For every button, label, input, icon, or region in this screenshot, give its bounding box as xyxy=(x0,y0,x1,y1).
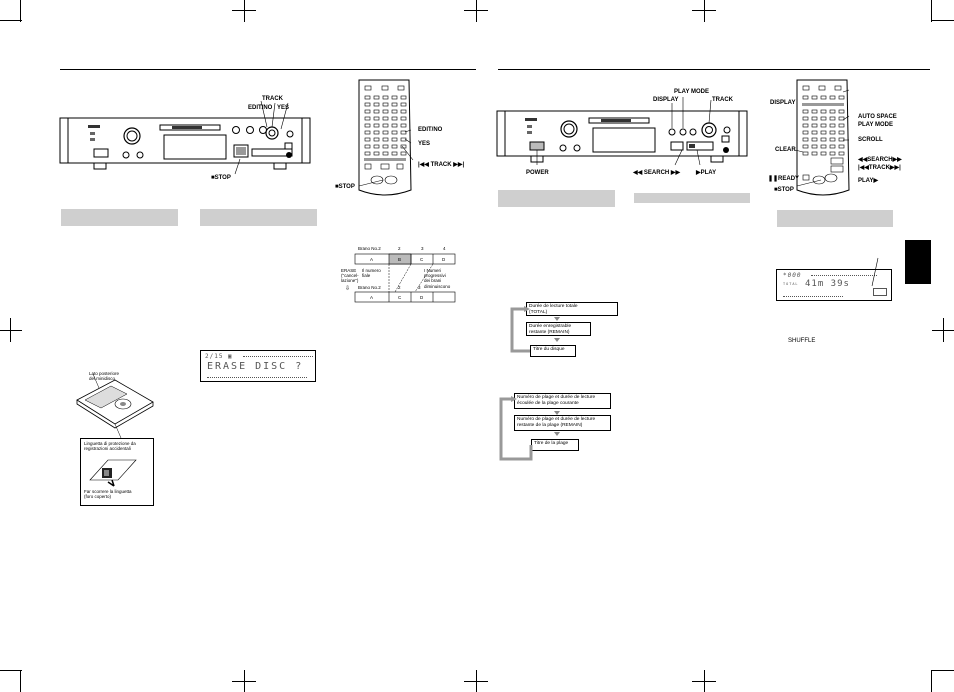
minidisc-illustration xyxy=(76,373,154,439)
remote-label-search: ◀◀SEARCH▶▶ xyxy=(858,157,902,163)
label-track: TRACK xyxy=(712,97,733,103)
flow-track-step: Numéro de plage et durée de lecture écou… xyxy=(514,393,611,409)
remote-label-display: DISPLAY xyxy=(770,100,796,106)
lcd-time-main-text: 41m 39s xyxy=(805,279,850,289)
erase-row1-cell: B xyxy=(398,257,402,262)
left-header-rule xyxy=(60,69,476,70)
md-deck-front-panel xyxy=(59,100,311,175)
remote-label-play-mode: PLAY MODE xyxy=(858,122,894,128)
section-side-tab xyxy=(905,240,931,284)
erase-erased-note: Il numero fiale xyxy=(362,268,381,279)
minidisc-tab-caption: Linguetta di protezione da registrazioni… xyxy=(84,441,136,452)
lcd-erase-main-text: ERASE DISC ? xyxy=(207,361,304,372)
remote-label-stop: ■STOP xyxy=(335,184,355,190)
label-play-mode: PLAY MODE xyxy=(674,89,710,95)
flow-arrow-icon xyxy=(554,338,560,342)
erase-row1-cell: D xyxy=(442,257,446,262)
remote-label-track: |◀◀TRACK▶▶| xyxy=(858,165,901,171)
lcd-erase-top-line: 2/15 ▣ xyxy=(205,353,233,360)
remote-label-ready: ❚❚READY xyxy=(768,176,800,182)
remote-label-yes: YES xyxy=(418,141,431,147)
erase-row2-cell: C xyxy=(398,295,402,300)
flow-return-loop xyxy=(499,396,533,461)
erase-row2-cell: D xyxy=(420,295,424,300)
erase-row1-cell: C xyxy=(420,257,424,262)
right-header-rule xyxy=(498,69,930,70)
section-header-box-small xyxy=(634,193,750,203)
flow-track-step: Numéro de plage et durée de lecture rest… xyxy=(514,415,611,431)
section-header-box xyxy=(200,209,317,226)
erase-table-grid xyxy=(354,253,456,303)
md-deck-front-panel xyxy=(496,97,748,166)
remote-control-left xyxy=(358,79,414,196)
erase-arrow-icon: ⇩ xyxy=(345,286,351,292)
label-search: ◀◀ SEARCH ▶▶ xyxy=(633,170,681,176)
lcd-erase-disc: 2/15 ▣ ERASE DISC ? xyxy=(200,350,316,382)
shuffle-label: SHUFFLE xyxy=(788,338,816,344)
lcd-mode-indicator xyxy=(873,288,887,296)
erase-lower-number: 3 xyxy=(418,285,421,290)
minidisc-tab-detail xyxy=(89,459,137,487)
flow-arrow-icon xyxy=(554,317,560,321)
lcd-total-label: TOTAL xyxy=(783,282,799,286)
section-header-box xyxy=(777,210,893,227)
erase-brano-label-2: Brano No.2 xyxy=(358,285,381,290)
lcd-time-display: *000 TOTAL 41m 39s xyxy=(776,269,892,301)
remote-label-track: |◀◀ TRACK ▶▶| xyxy=(418,162,465,168)
label-yes: YES xyxy=(277,105,290,111)
minidisc-back-caption: Lato posteriore del minidisco xyxy=(89,371,120,382)
minidisc-slide-caption: Far scorrere la linguetta (foro coperto) xyxy=(84,489,132,500)
flow-arrow-icon xyxy=(554,432,560,436)
flow-disc-step: Durée enregistrable restante (REMAIN) xyxy=(526,322,591,336)
erase-row1-cell: A xyxy=(370,257,374,262)
erase-col-number: 3 xyxy=(421,246,424,251)
erase-renumber-note: I Numeri progressivi dei brani diminuisc… xyxy=(424,268,451,289)
erase-col-number: 2 xyxy=(398,246,401,251)
lcd-indicator-row xyxy=(783,296,843,299)
remote-control-right xyxy=(794,79,850,196)
remote-label-scroll: SCROLL xyxy=(858,137,883,143)
lcd-indicator-row xyxy=(207,377,307,380)
label-play: ▶PLAY xyxy=(696,170,717,176)
section-header-box xyxy=(498,190,615,207)
label-track: TRACK xyxy=(262,96,283,102)
remote-label-auto-space: AUTO SPACE xyxy=(858,114,897,120)
erase-lower-number: 2 xyxy=(398,285,401,290)
erase-row2-cell: A xyxy=(370,295,374,300)
lcd-time-top-line: *000 xyxy=(783,272,802,279)
label-power: POWER xyxy=(526,170,549,176)
flow-track-step: Titre de la plage xyxy=(531,439,579,451)
flow-disc-step: Durée de lecture totale (TOTAL) xyxy=(526,302,618,316)
erase-col-number: 4 xyxy=(443,246,446,251)
remote-label-stop: ■STOP xyxy=(774,187,794,193)
erase-label: ERASE ("cancel- lazione") xyxy=(341,268,359,284)
label-display: DISPLAY xyxy=(653,97,679,103)
lcd-level-meter xyxy=(811,275,877,278)
flow-return-loop xyxy=(510,306,530,353)
remote-label-clear: CLEAR xyxy=(775,147,796,153)
label-stop: ■STOP xyxy=(211,175,231,181)
remote-label-play: PLAY▶ xyxy=(858,178,879,184)
section-header-box xyxy=(61,209,178,226)
flow-disc-step: Titre du disque xyxy=(530,345,576,357)
erase-header-brano: Brano No.2 xyxy=(358,246,381,251)
lcd-level-meter xyxy=(243,356,313,359)
remote-label-edit-no: EDIT/NO xyxy=(418,127,443,133)
flow-arrow-icon xyxy=(554,411,560,415)
lcd-callout-line xyxy=(871,257,879,287)
label-edit-no: EDIT/NO xyxy=(248,105,273,111)
